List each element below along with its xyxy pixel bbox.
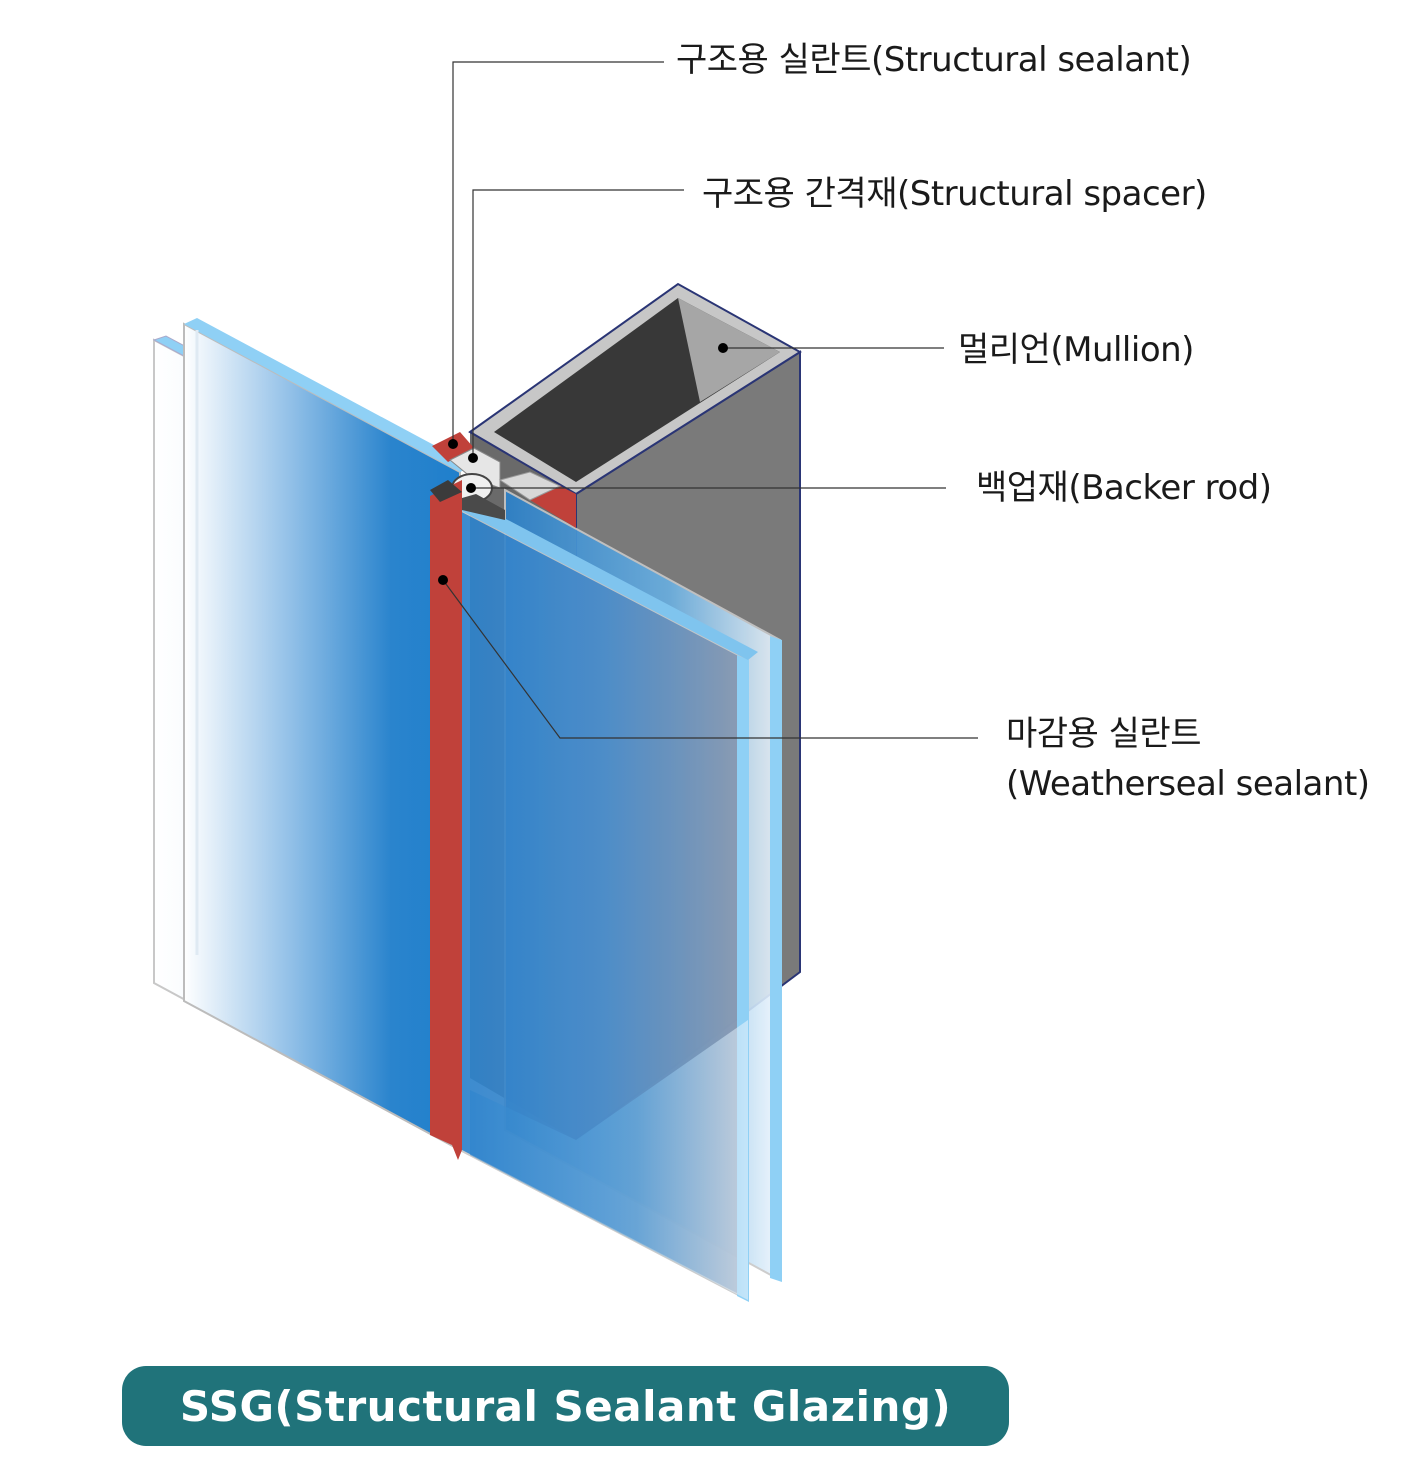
dot-structural-spacer xyxy=(468,453,478,463)
dot-weatherseal xyxy=(438,575,448,585)
label-structural-spacer: 구조용 간격재(Structural spacer) xyxy=(702,174,1207,215)
label-weatherseal-line2: (Weatherseal sealant) xyxy=(1006,764,1370,805)
title-text: SSG(Structural Sealant Glazing) xyxy=(180,1382,951,1431)
dot-mullion xyxy=(718,343,728,353)
label-structural-sealant: 구조용 실란트(Structural sealant) xyxy=(676,40,1191,81)
label-weatherseal-line1: 마감용 실란트 xyxy=(1006,714,1201,755)
left-glass-panel xyxy=(154,318,473,1150)
label-backer-rod: 백업재(Backer rod) xyxy=(976,468,1272,509)
title-banner: SSG(Structural Sealant Glazing) xyxy=(122,1366,1009,1446)
right-back-pane-edge xyxy=(770,636,782,1282)
dot-backer-rod xyxy=(466,483,476,493)
label-mullion: 멀리언(Mullion) xyxy=(958,330,1194,371)
dot-structural-sealant xyxy=(448,439,458,449)
